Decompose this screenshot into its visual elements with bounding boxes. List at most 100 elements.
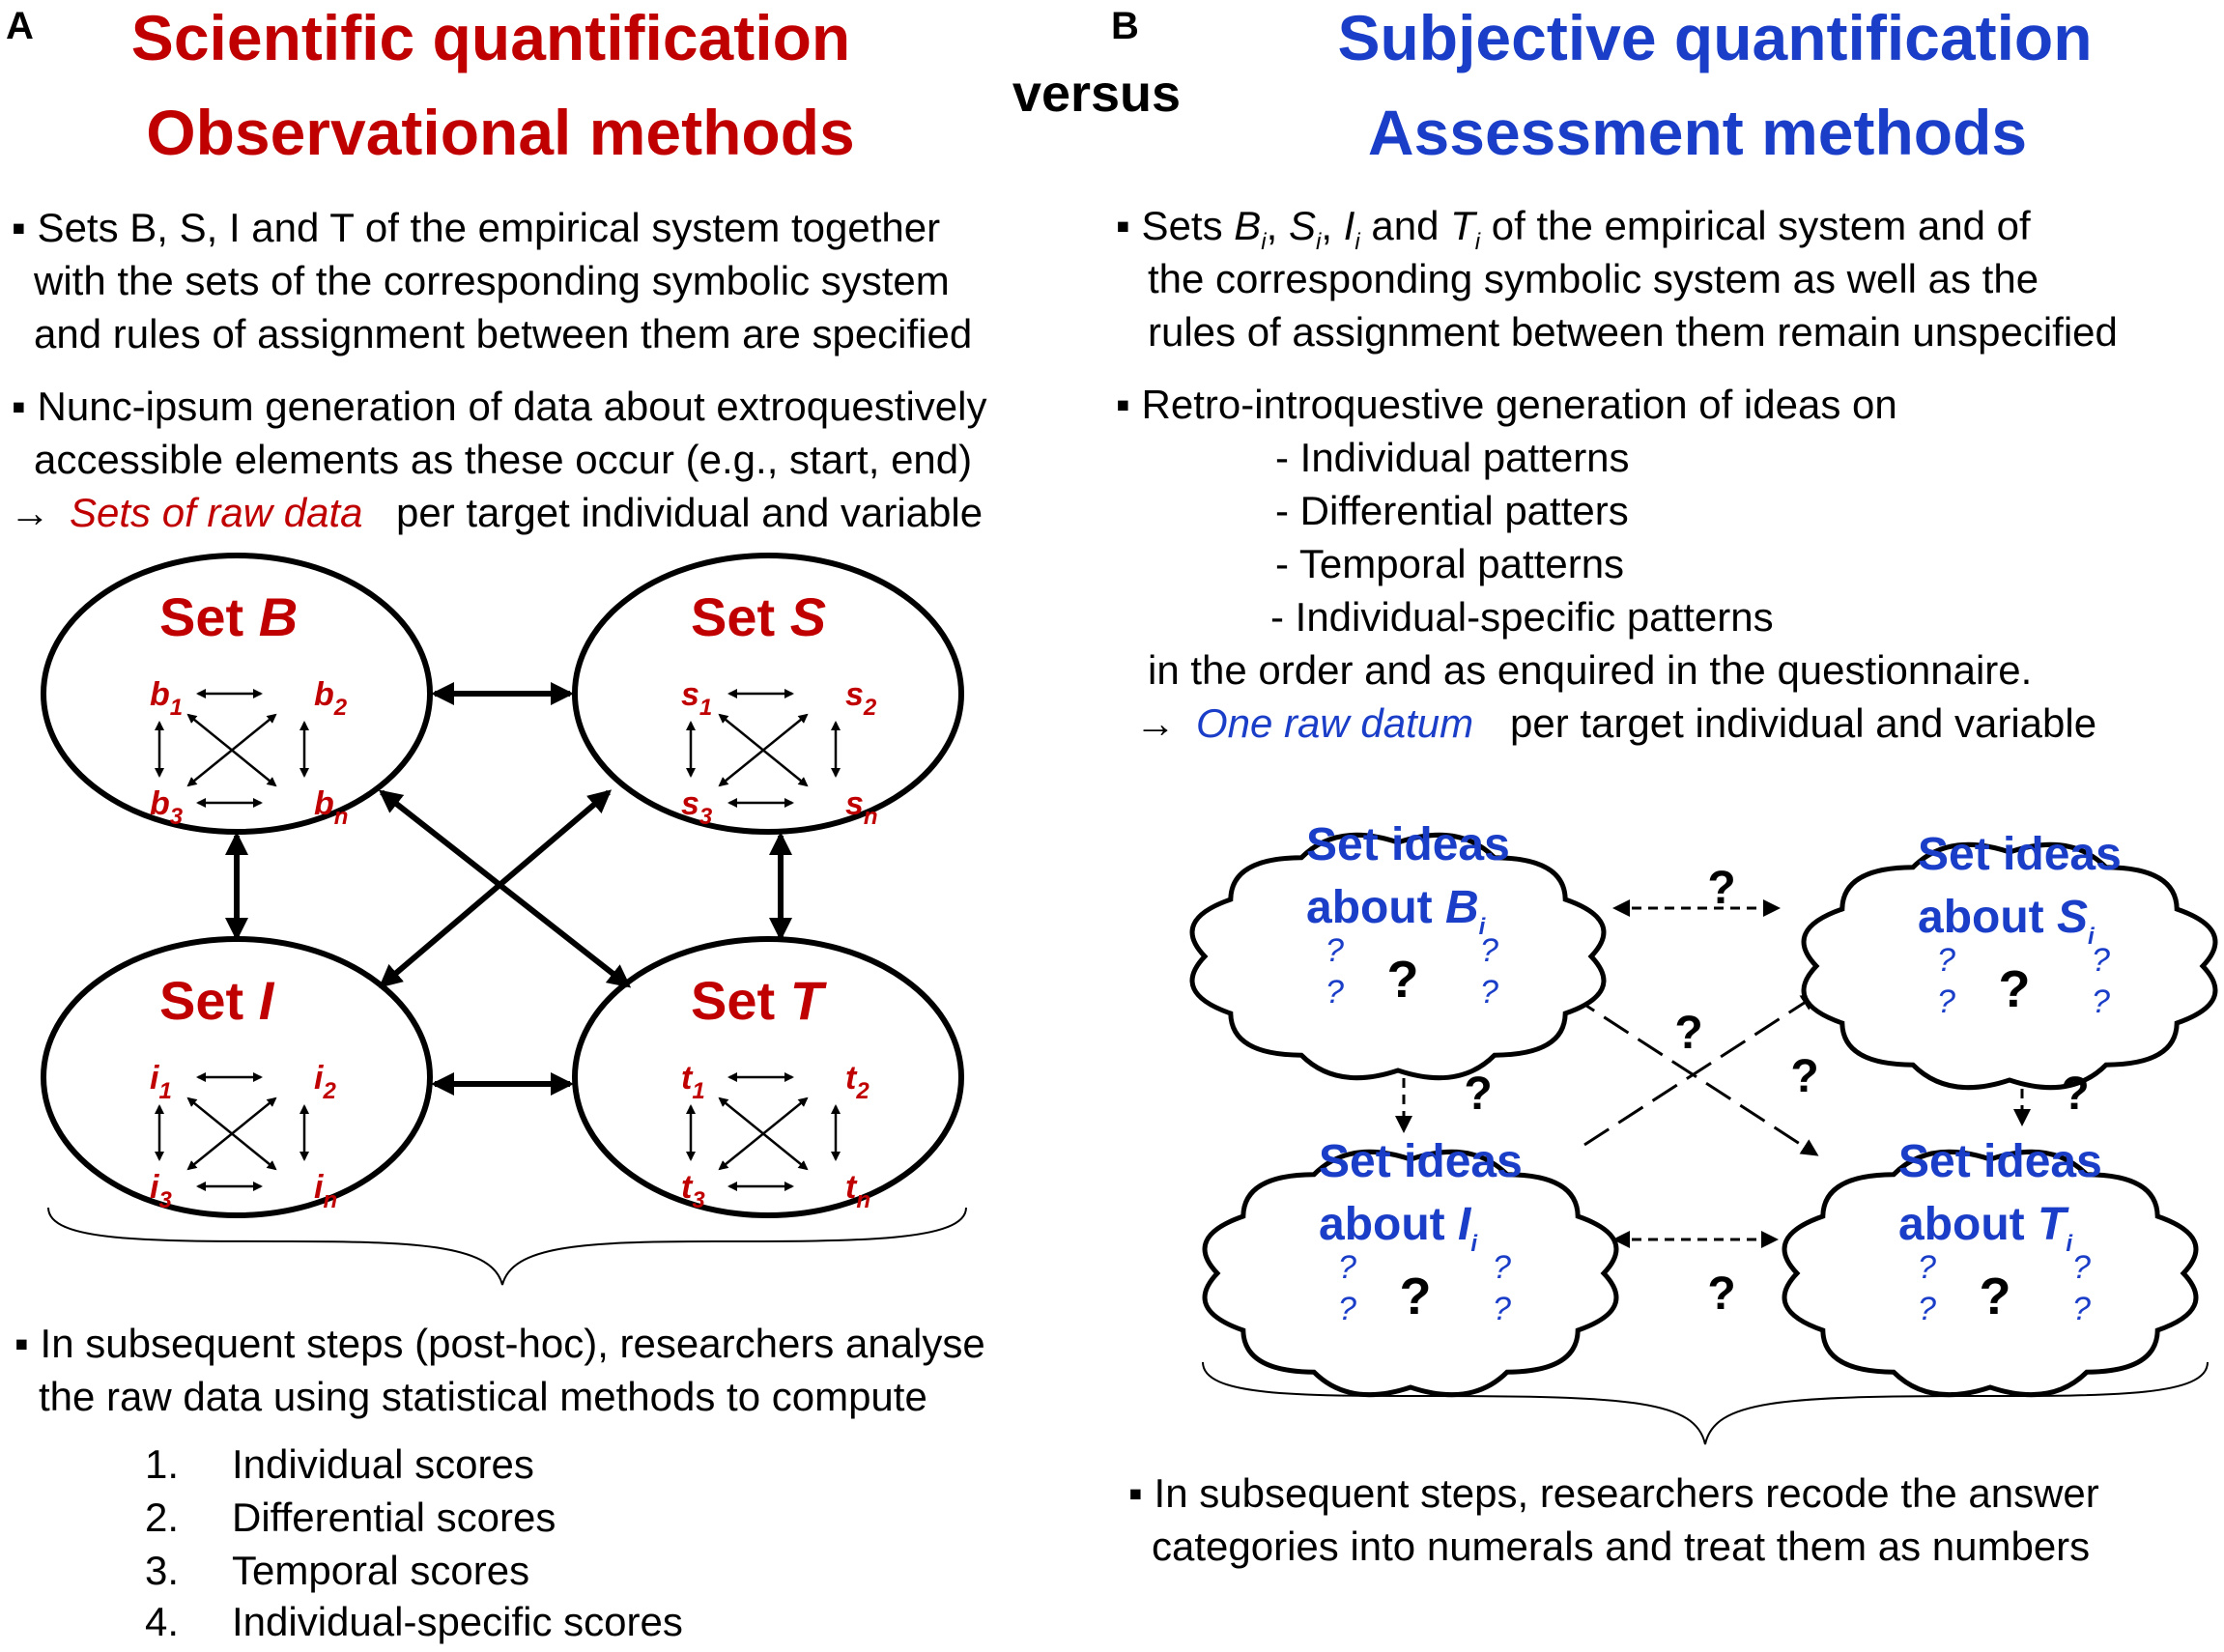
panel-a-bullet1-line: and rules of assignment between them are… bbox=[34, 311, 972, 356]
cloud-label-line1: Set ideas bbox=[1306, 819, 1510, 870]
set-element: s3 bbox=[681, 785, 713, 830]
set-element: t2 bbox=[845, 1060, 870, 1104]
list-item-text: Individual-specific scores bbox=[232, 1599, 683, 1644]
panel-b-bullet1-line: the corresponding symbolic system as wel… bbox=[1148, 256, 2039, 301]
list-item-text: Differential scores bbox=[232, 1495, 556, 1540]
element-relation-arrows bbox=[155, 1072, 309, 1191]
question-mark-small: ? bbox=[1937, 983, 1955, 1020]
versus-label: versus bbox=[1012, 65, 1181, 123]
cloud-label-line2: about Ti bbox=[1898, 1199, 2073, 1257]
list-item-number: 2. bbox=[145, 1495, 179, 1540]
set-element: s1 bbox=[681, 676, 712, 721]
question-mark-small: ? bbox=[1338, 1291, 1356, 1327]
sub-item: - Differential patters bbox=[1275, 488, 1629, 533]
question-mark-small: ? bbox=[1480, 932, 1498, 969]
list-item-number: 1. bbox=[145, 1441, 179, 1487]
element-relation-arrows bbox=[686, 689, 841, 808]
question-mark-large: ? bbox=[1387, 951, 1419, 1009]
panel-a-bullet1: ▪ Sets B, S, I and T of the empirical sy… bbox=[12, 205, 972, 356]
set-element: b2 bbox=[314, 676, 348, 721]
set-element: tn bbox=[845, 1169, 870, 1213]
question-mark-small: ? bbox=[1918, 1291, 1936, 1327]
panel-b-bullet1-line1: ▪ Sets Bi, Si, Ii and Ti of the empirica… bbox=[1116, 203, 2031, 255]
list-item-text: Individual scores bbox=[232, 1441, 534, 1487]
idea-cloud: Set ideas about Bi????? bbox=[1189, 819, 1607, 1081]
idea-cloud: Set ideas about Ti????? bbox=[1782, 1136, 2199, 1398]
question-mark-small: ? bbox=[1480, 974, 1498, 1011]
cloud-label-line1: Set ideas bbox=[1918, 829, 2122, 880]
link-question-mark: ? bbox=[2061, 1068, 2089, 1120]
set-element: i1 bbox=[150, 1060, 172, 1104]
question-mark-large: ? bbox=[1400, 1267, 1432, 1325]
panel-b-bullet1: ▪ Sets Bi, Si, Ii and Ti of the empirica… bbox=[1116, 203, 2118, 355]
panel-b-bullet2: ▪ Retro-introquestive generation of idea… bbox=[1116, 382, 1897, 427]
question-mark-small: ? bbox=[1326, 932, 1344, 969]
cloud-shape bbox=[1801, 841, 2218, 1091]
i-s-link bbox=[1583, 993, 1819, 1147]
cloud-shape bbox=[1202, 1149, 1619, 1398]
set-element: i2 bbox=[314, 1060, 336, 1104]
set-element: b3 bbox=[150, 785, 184, 830]
question-mark-small: ? bbox=[1918, 1249, 1936, 1286]
cloud-shape bbox=[1189, 832, 1607, 1081]
panel-a-bullet1-line: with the sets of the corresponding symbo… bbox=[33, 258, 950, 303]
set-element: in bbox=[314, 1169, 337, 1213]
bullet1-suffix: of the empirical system and of bbox=[1480, 203, 2031, 248]
panel-b-arrow-line: → One raw datum per target individual an… bbox=[1135, 700, 2096, 746]
panel-a-set-diagram bbox=[41, 553, 964, 1218]
panel-a-bullet3: ▪ In subsequent steps (post-hoc), resear… bbox=[14, 1321, 985, 1419]
set-label: Set I bbox=[159, 970, 275, 1031]
question-mark-small: ? bbox=[2072, 1291, 2091, 1327]
set-label: Set T bbox=[691, 970, 828, 1031]
question-mark-small: ? bbox=[1326, 974, 1344, 1011]
panel-b-bullet3: ▪ In subsequent steps, researchers recod… bbox=[1128, 1470, 2099, 1569]
panel-a-brace bbox=[47, 1207, 967, 1286]
list-item-number: 4. bbox=[145, 1599, 179, 1644]
link-question-mark: ? bbox=[1464, 1068, 1492, 1120]
panel-b-arrow-rest: per target individual and variable bbox=[1510, 700, 2096, 746]
set-element: b1 bbox=[150, 676, 183, 721]
set-element: i3 bbox=[150, 1169, 172, 1213]
panel-b-title-line2: Assessment methods bbox=[1368, 97, 2027, 168]
set-element: sn bbox=[845, 785, 878, 830]
panel-b-arrow-emphasis: One raw datum bbox=[1196, 700, 1473, 746]
panel-b-sub-items: - Individual patterns - Differential pat… bbox=[1270, 435, 1774, 640]
cloud-label-line2: about Si bbox=[1918, 892, 2096, 950]
question-mark-small: ? bbox=[2092, 983, 2110, 1020]
question-mark-large: ? bbox=[1980, 1267, 2011, 1325]
link-question-mark: ? bbox=[1707, 1268, 1735, 1320]
panel-a-letter: A bbox=[6, 5, 34, 47]
right-arrow-icon: → bbox=[10, 490, 50, 535]
panel-b-cloud-diagram: Set ideas about Bi????? Set ideas about Si?… bbox=[1189, 819, 2218, 1398]
panel-a-arrow-emphasis: Sets of raw data bbox=[70, 490, 363, 535]
panel-a-arrow-rest: per target individual and variable bbox=[396, 490, 983, 535]
question-mark-small: ? bbox=[2072, 1249, 2091, 1286]
question-mark-small: ? bbox=[1493, 1291, 1511, 1327]
cloud-label-line2: about Bi bbox=[1306, 882, 1487, 940]
panel-b-bullet3-line: categories into numerals and treat them … bbox=[1152, 1524, 2090, 1569]
element-relation-arrows bbox=[686, 1072, 841, 1191]
panel-b-brace bbox=[1202, 1361, 2209, 1445]
panel-a-bullet2-line: accessible elements as these occur (e.g.… bbox=[34, 437, 972, 482]
panel-b-order-line: in the order and as enquired in the ques… bbox=[1148, 647, 2032, 693]
link-question-mark: ? bbox=[1707, 863, 1735, 914]
set-element: bn bbox=[314, 785, 348, 830]
element-relation-arrows bbox=[155, 689, 309, 808]
panel-a-title-line1: Scientific quantification bbox=[131, 2, 850, 73]
bullet1-prefix: ▪ Sets bbox=[1116, 203, 1234, 248]
list-item-number: 3. bbox=[145, 1548, 179, 1593]
set-element: t1 bbox=[681, 1060, 705, 1104]
set-element: t3 bbox=[681, 1169, 705, 1213]
s-i-connection bbox=[378, 789, 613, 988]
cloud-shape bbox=[1782, 1149, 2199, 1398]
sub-item: - Individual patterns bbox=[1275, 435, 1630, 480]
panel-a-bullet3-line: ▪ In subsequent steps (post-hoc), resear… bbox=[14, 1321, 985, 1366]
set-label: Set B bbox=[159, 586, 298, 647]
question-mark-large: ? bbox=[1999, 960, 2031, 1018]
cloud-label-line1: Set ideas bbox=[1898, 1136, 2102, 1187]
link-question-mark: ? bbox=[1674, 1008, 1702, 1059]
question-mark-small: ? bbox=[1493, 1249, 1511, 1286]
set-label: Set S bbox=[691, 586, 826, 647]
